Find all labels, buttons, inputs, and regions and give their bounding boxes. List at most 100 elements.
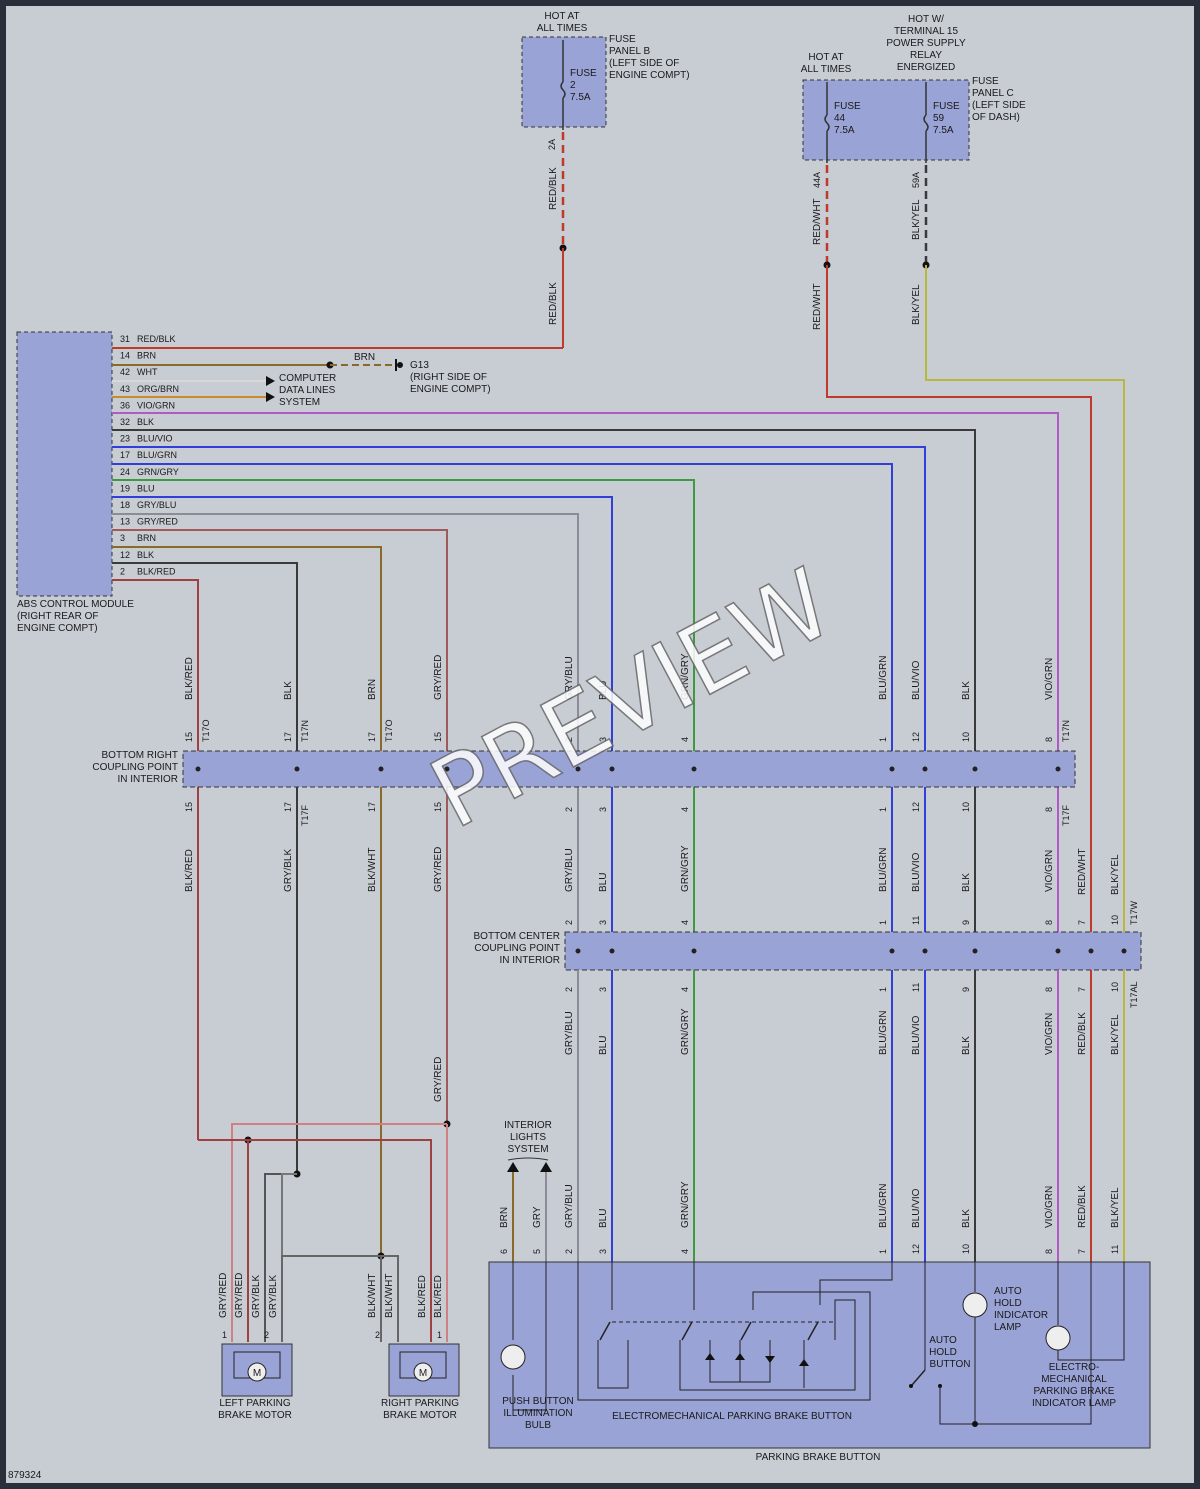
svg-text:COUPLING POINT: COUPLING POINT (474, 943, 560, 954)
wire-label: 7 (1077, 1249, 1087, 1254)
svg-text:DATA LINES: DATA LINES (279, 385, 336, 396)
wire-label: GRY/BLK (283, 849, 294, 892)
abs-pin-color: BLK (137, 550, 154, 560)
wire-label: VIO/GRN (1044, 850, 1055, 892)
svg-text:RED/WHT: RED/WHT (812, 283, 823, 330)
svg-text:INDICATOR LAMP: INDICATOR LAMP (1032, 1398, 1116, 1409)
wire-label: 1 (878, 987, 888, 992)
svg-text:7.5A: 7.5A (933, 125, 954, 136)
svg-text:BLK/RED: BLK/RED (433, 1275, 444, 1318)
svg-text:POWER SUPPLY: POWER SUPPLY (886, 38, 966, 49)
wire-label: 4 (680, 737, 690, 742)
wire-label: 8 (1044, 920, 1054, 925)
svg-text:RED/BLK: RED/BLK (548, 282, 559, 325)
wire-label: T17F (300, 804, 310, 826)
wire-label: 11 (1110, 1245, 1120, 1254)
svg-text:COUPLING POINT: COUPLING POINT (92, 762, 178, 773)
brake-indicator-lamp-icon (1045, 1325, 1071, 1351)
wire-label: 15 (433, 732, 443, 742)
svg-text:RELAY: RELAY (910, 50, 942, 61)
wire-label: 10 (961, 802, 971, 812)
wire-label: 8 (1044, 987, 1054, 992)
abs-pin-number: 42 (120, 367, 130, 377)
wire-label: 8 (1044, 1249, 1054, 1254)
wire-label: GRY/BLU (564, 1184, 575, 1228)
abs-pin-number: 18 (120, 500, 130, 510)
svg-text:FUSE: FUSE (834, 101, 861, 112)
wire-label: GRY/RED (433, 847, 444, 892)
wire-label: BLU (598, 681, 609, 700)
abs-pin-color: BRN (137, 351, 156, 361)
svg-text:FUSE: FUSE (933, 101, 960, 112)
abs-pin-number: 32 (120, 417, 130, 427)
svg-text:AUTO: AUTO (929, 1335, 957, 1346)
svg-text:FUSE: FUSE (972, 76, 999, 87)
wire-label: BLU/GRN (878, 656, 889, 700)
svg-text:BLK/WHT: BLK/WHT (384, 1274, 395, 1318)
wire-label: GRN/GRY (680, 1008, 691, 1055)
wire-label: BLK (961, 681, 972, 700)
abs-pin-number: 12 (120, 550, 130, 560)
abs-pin-color: BRN (137, 533, 156, 543)
svg-text:PUSH BUTTON: PUSH BUTTON (502, 1396, 574, 1407)
svg-text:GRY/BLK: GRY/BLK (268, 1275, 279, 1318)
svg-text:LEFT PARKING: LEFT PARKING (219, 1398, 291, 1409)
wire-label: 12 (911, 1244, 921, 1254)
wire-label: GRY (532, 1206, 543, 1228)
svg-text:2: 2 (570, 80, 576, 91)
wire-label: BLK (961, 1209, 972, 1228)
svg-text:FUSE: FUSE (570, 68, 597, 79)
svg-text:ENGINE COMPT): ENGINE COMPT) (410, 384, 491, 395)
svg-text:HOLD: HOLD (929, 1347, 957, 1358)
fuse-panel-c: HOT W/ TERMINAL 15 POWER SUPPLY RELAY EN… (801, 14, 1026, 330)
svg-text:HOT AT: HOT AT (808, 52, 843, 63)
svg-text:MECHANICAL: MECHANICAL (1041, 1374, 1107, 1385)
wire-label: GRY/BLU (564, 848, 575, 892)
ground-id: G13 (410, 360, 429, 371)
svg-text:PANEL B: PANEL B (609, 46, 650, 57)
wire-label: 1 (878, 807, 888, 812)
svg-text:(RIGHT SIDE OF: (RIGHT SIDE OF (410, 372, 487, 383)
wire-label: BLK/YEL (1110, 854, 1121, 895)
data-lines-label: COMPUTER (279, 373, 336, 384)
svg-text:T17AL: T17AL (1129, 981, 1139, 1008)
ground-wire-label: BRN (354, 352, 375, 363)
wire-label: 9 (961, 920, 971, 925)
wire-label: 4 (680, 920, 690, 925)
abs-pin-number: 31 (120, 334, 130, 344)
wire-label: BLK/WHT (367, 848, 378, 892)
wire-label: 5 (532, 1249, 542, 1254)
fuse-symbol-icon (560, 81, 566, 99)
svg-text:AUTO: AUTO (994, 1286, 1022, 1297)
svg-text:BOTTOM CENTER: BOTTOM CENTER (474, 931, 560, 942)
svg-text:HOT W/: HOT W/ (908, 14, 944, 25)
wire-label: 3 (598, 1249, 608, 1254)
wire-label: BLK/RED (184, 657, 195, 700)
wire-label: GRN/GRY (680, 1181, 691, 1228)
svg-text:PARKING BRAKE: PARKING BRAKE (1034, 1386, 1115, 1397)
motor-icon (413, 1362, 433, 1382)
wire-label: VIO/GRN (1044, 1186, 1055, 1228)
abs-pin-color: GRY/BLU (137, 500, 176, 510)
wire-label: 8 (1044, 807, 1054, 812)
svg-text:FUSE: FUSE (609, 34, 636, 45)
wire-label: BRN (367, 679, 378, 700)
svg-text:PANEL C: PANEL C (972, 88, 1014, 99)
wire-label: 7 (1077, 987, 1087, 992)
wire-label: BLU/GRN (878, 848, 889, 892)
wire-label: RED/BLK (1077, 1012, 1088, 1055)
wire-label: GRY/RED (433, 655, 444, 700)
abs-pin-number: 43 (120, 384, 130, 394)
svg-text:IN INTERIOR: IN INTERIOR (117, 774, 178, 785)
svg-text:GRY/RED: GRY/RED (433, 1057, 444, 1102)
wire-label: 12 (911, 802, 921, 812)
wire-label: 3 (598, 987, 608, 992)
auto-hold-lamp-icon (962, 1292, 988, 1318)
svg-text:44A: 44A (812, 172, 822, 188)
abs-pin-color: GRY/RED (137, 517, 178, 527)
wire-label: BLU/VIO (911, 1015, 922, 1055)
svg-text:7.5A: 7.5A (570, 92, 591, 103)
svg-text:GRY/RED: GRY/RED (218, 1273, 229, 1318)
svg-text:BOTTOM RIGHT: BOTTOM RIGHT (102, 750, 178, 761)
